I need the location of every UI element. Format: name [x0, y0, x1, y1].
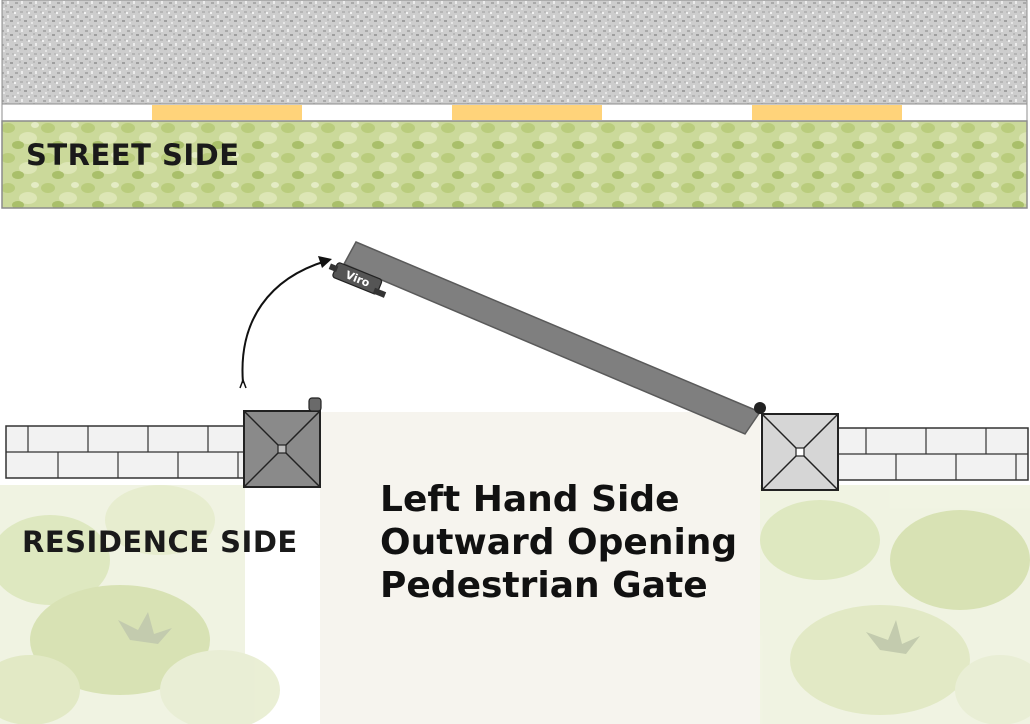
gate-leaf: [342, 241, 762, 435]
road-marking: [752, 105, 902, 120]
arrow-head: [318, 256, 332, 268]
gate-hinge: [754, 402, 766, 414]
title-line-1: Left Hand Side: [380, 479, 680, 520]
right-wall: [837, 427, 1029, 481]
grass-verge: [1, 120, 1028, 209]
diagram-title: Left Hand Side Outward Opening Pedestria…: [380, 478, 737, 607]
gate-operator: Viro: [328, 262, 387, 298]
gate-stop: [308, 397, 322, 412]
left-foliage: [0, 485, 280, 724]
swing-arrow: [241, 260, 327, 384]
title-line-2: Outward Opening: [380, 522, 738, 563]
road-marking: [452, 105, 602, 120]
right-foliage: [760, 485, 1030, 724]
title-line-3: Pedestrian Gate: [380, 565, 708, 606]
residence-side-label: RESIDENCE SIDE: [22, 525, 298, 559]
left-pillar: [243, 410, 321, 488]
left-wall: [5, 425, 245, 479]
arrow-tail: [239, 377, 247, 389]
residence-ground: [320, 412, 760, 724]
right-pillar: [761, 413, 839, 491]
road-marking: [152, 105, 302, 120]
road-surface: [1, 0, 1028, 105]
street-side-label: STREET SIDE: [26, 138, 240, 172]
